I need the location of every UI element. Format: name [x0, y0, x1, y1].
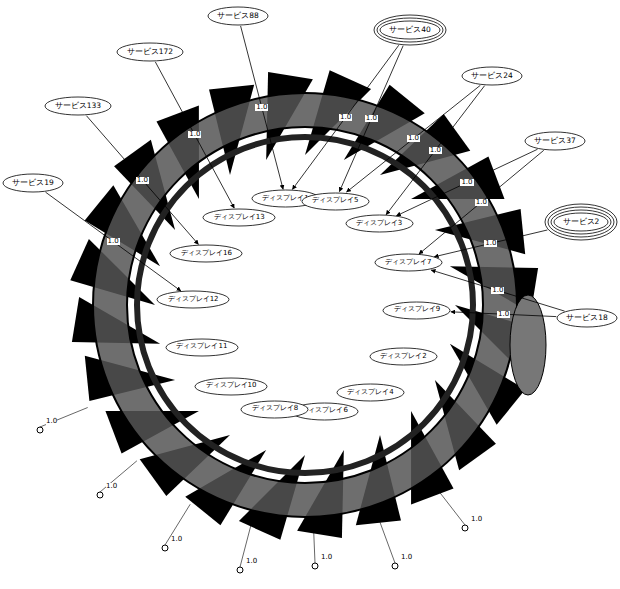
edge-weight: 1.0	[107, 238, 120, 245]
leaf-dot	[162, 545, 168, 551]
service-ellipse: サービス172	[116, 42, 184, 62]
edge-weight: 1.0	[491, 287, 504, 294]
display-ellipse: ディスプレイ16	[169, 244, 243, 263]
edge-ring	[110, 110, 500, 500]
edge-ring	[127, 127, 483, 483]
leaf-dots	[37, 408, 468, 574]
edge-arrow	[431, 270, 564, 311]
edge-arrow	[419, 150, 544, 254]
edge-weight: 1.0	[460, 179, 473, 186]
node-label: ディスプレイ3	[356, 220, 402, 228]
edge-weight: 1.0	[246, 558, 257, 565]
node-label: サービス133	[55, 102, 101, 110]
edge-arrow	[434, 230, 547, 257]
service-ellipse: サービス37	[524, 131, 586, 151]
display-ellipse: ディスプレイ8	[240, 400, 309, 419]
node-label: サービス18	[566, 314, 608, 322]
node-label: ディスプレイ8	[252, 405, 298, 413]
node-label: サービス37	[534, 137, 576, 145]
edge-weight: 1.0	[106, 483, 117, 490]
service-ellipse: サービス19	[2, 173, 64, 193]
display-ellipse: ディスプレイ10	[194, 377, 268, 396]
leaf-dot	[312, 563, 318, 569]
edge-arrow	[339, 46, 403, 192]
display-ellipse: ディスプレイ11	[165, 338, 239, 357]
edge-arrow	[86, 116, 198, 245]
leaf-dot	[97, 492, 103, 498]
hub-cylinder	[510, 295, 546, 395]
display-ellipse: ディスプレイ5	[301, 192, 370, 211]
leaf-dot	[462, 525, 468, 531]
edge-weight: 1.0	[171, 536, 182, 543]
node-label: サービス2	[563, 218, 600, 226]
node-label: ディスプレイ2	[380, 353, 426, 361]
edge-weight: 1.0	[46, 418, 57, 425]
edge-weight: 1.0	[401, 554, 412, 561]
edge-weight: 1.0	[321, 554, 332, 561]
node-label: サービス24	[471, 72, 513, 80]
edge-weight: 1.0	[407, 135, 420, 142]
service-ellipse: サービス88	[207, 6, 269, 26]
edge-weight: 1.0	[136, 177, 149, 184]
display-ellipse: ディスプレイ7	[374, 253, 443, 272]
edge-weight: 1.0	[339, 114, 352, 121]
edge-ring	[137, 137, 473, 473]
edge-arrow	[46, 192, 181, 291]
leaf-dot	[37, 427, 43, 433]
edge-ring	[93, 93, 517, 517]
display-ellipse: ディスプレイ3	[345, 214, 414, 233]
service-ellipse: サービス18	[556, 308, 618, 328]
service-ellipse: サービス133	[44, 96, 112, 116]
service-ellipse: サービス40	[373, 14, 447, 46]
node-label: ディスプレイ5	[312, 197, 358, 205]
edge-weight: 1.0	[484, 240, 497, 247]
leaf-dot	[237, 567, 243, 573]
edge-arrow	[292, 45, 398, 189]
display-ellipse: ディスプレイ4	[336, 383, 405, 402]
node-label: ディスプレイ11	[176, 343, 227, 351]
node-label: サービス88	[217, 12, 259, 20]
display-ellipse: ディスプレイ2	[369, 347, 438, 366]
edge-weight: 1.0	[497, 311, 510, 318]
node-label: サービス172	[127, 48, 173, 56]
edge-weight: 1.0	[188, 131, 201, 138]
node-label: ディスプレイ13	[214, 214, 265, 222]
node-label: ディスプレイ16	[181, 250, 232, 258]
display-ellipse: ディスプレイ13	[202, 208, 276, 227]
leaf-dot	[392, 563, 398, 569]
edge-weight: 1.0	[429, 147, 442, 154]
display-ellipse: ディスプレイ12	[156, 290, 230, 309]
edge-arrow	[241, 26, 283, 189]
service-ellipse: サービス24	[461, 66, 523, 86]
service-ellipse: サービス2	[544, 203, 618, 241]
edge-bundles	[70, 70, 539, 539]
edge-weight: 1.0	[365, 115, 378, 122]
edge-arrow	[155, 62, 234, 208]
node-label: サービス19	[12, 179, 54, 187]
node-label: ディスプレイ4	[347, 389, 393, 397]
node-label: ディスプレイ9	[394, 306, 440, 314]
node-label: サービス40	[389, 26, 431, 34]
edge-arrow	[386, 86, 484, 215]
edge-weight: 1.0	[255, 104, 268, 111]
edge-arrow	[396, 149, 537, 216]
display-ellipse: ディスプレイ9	[382, 301, 451, 320]
edge-weight: 1.0	[475, 199, 488, 206]
edge-arrow	[347, 85, 481, 192]
node-label: ディスプレイ7	[385, 259, 431, 267]
node-label: ディスプレイ12	[168, 296, 219, 304]
node-label: ディスプレイ10	[206, 382, 257, 390]
edge-weight: 1.0	[471, 516, 482, 523]
